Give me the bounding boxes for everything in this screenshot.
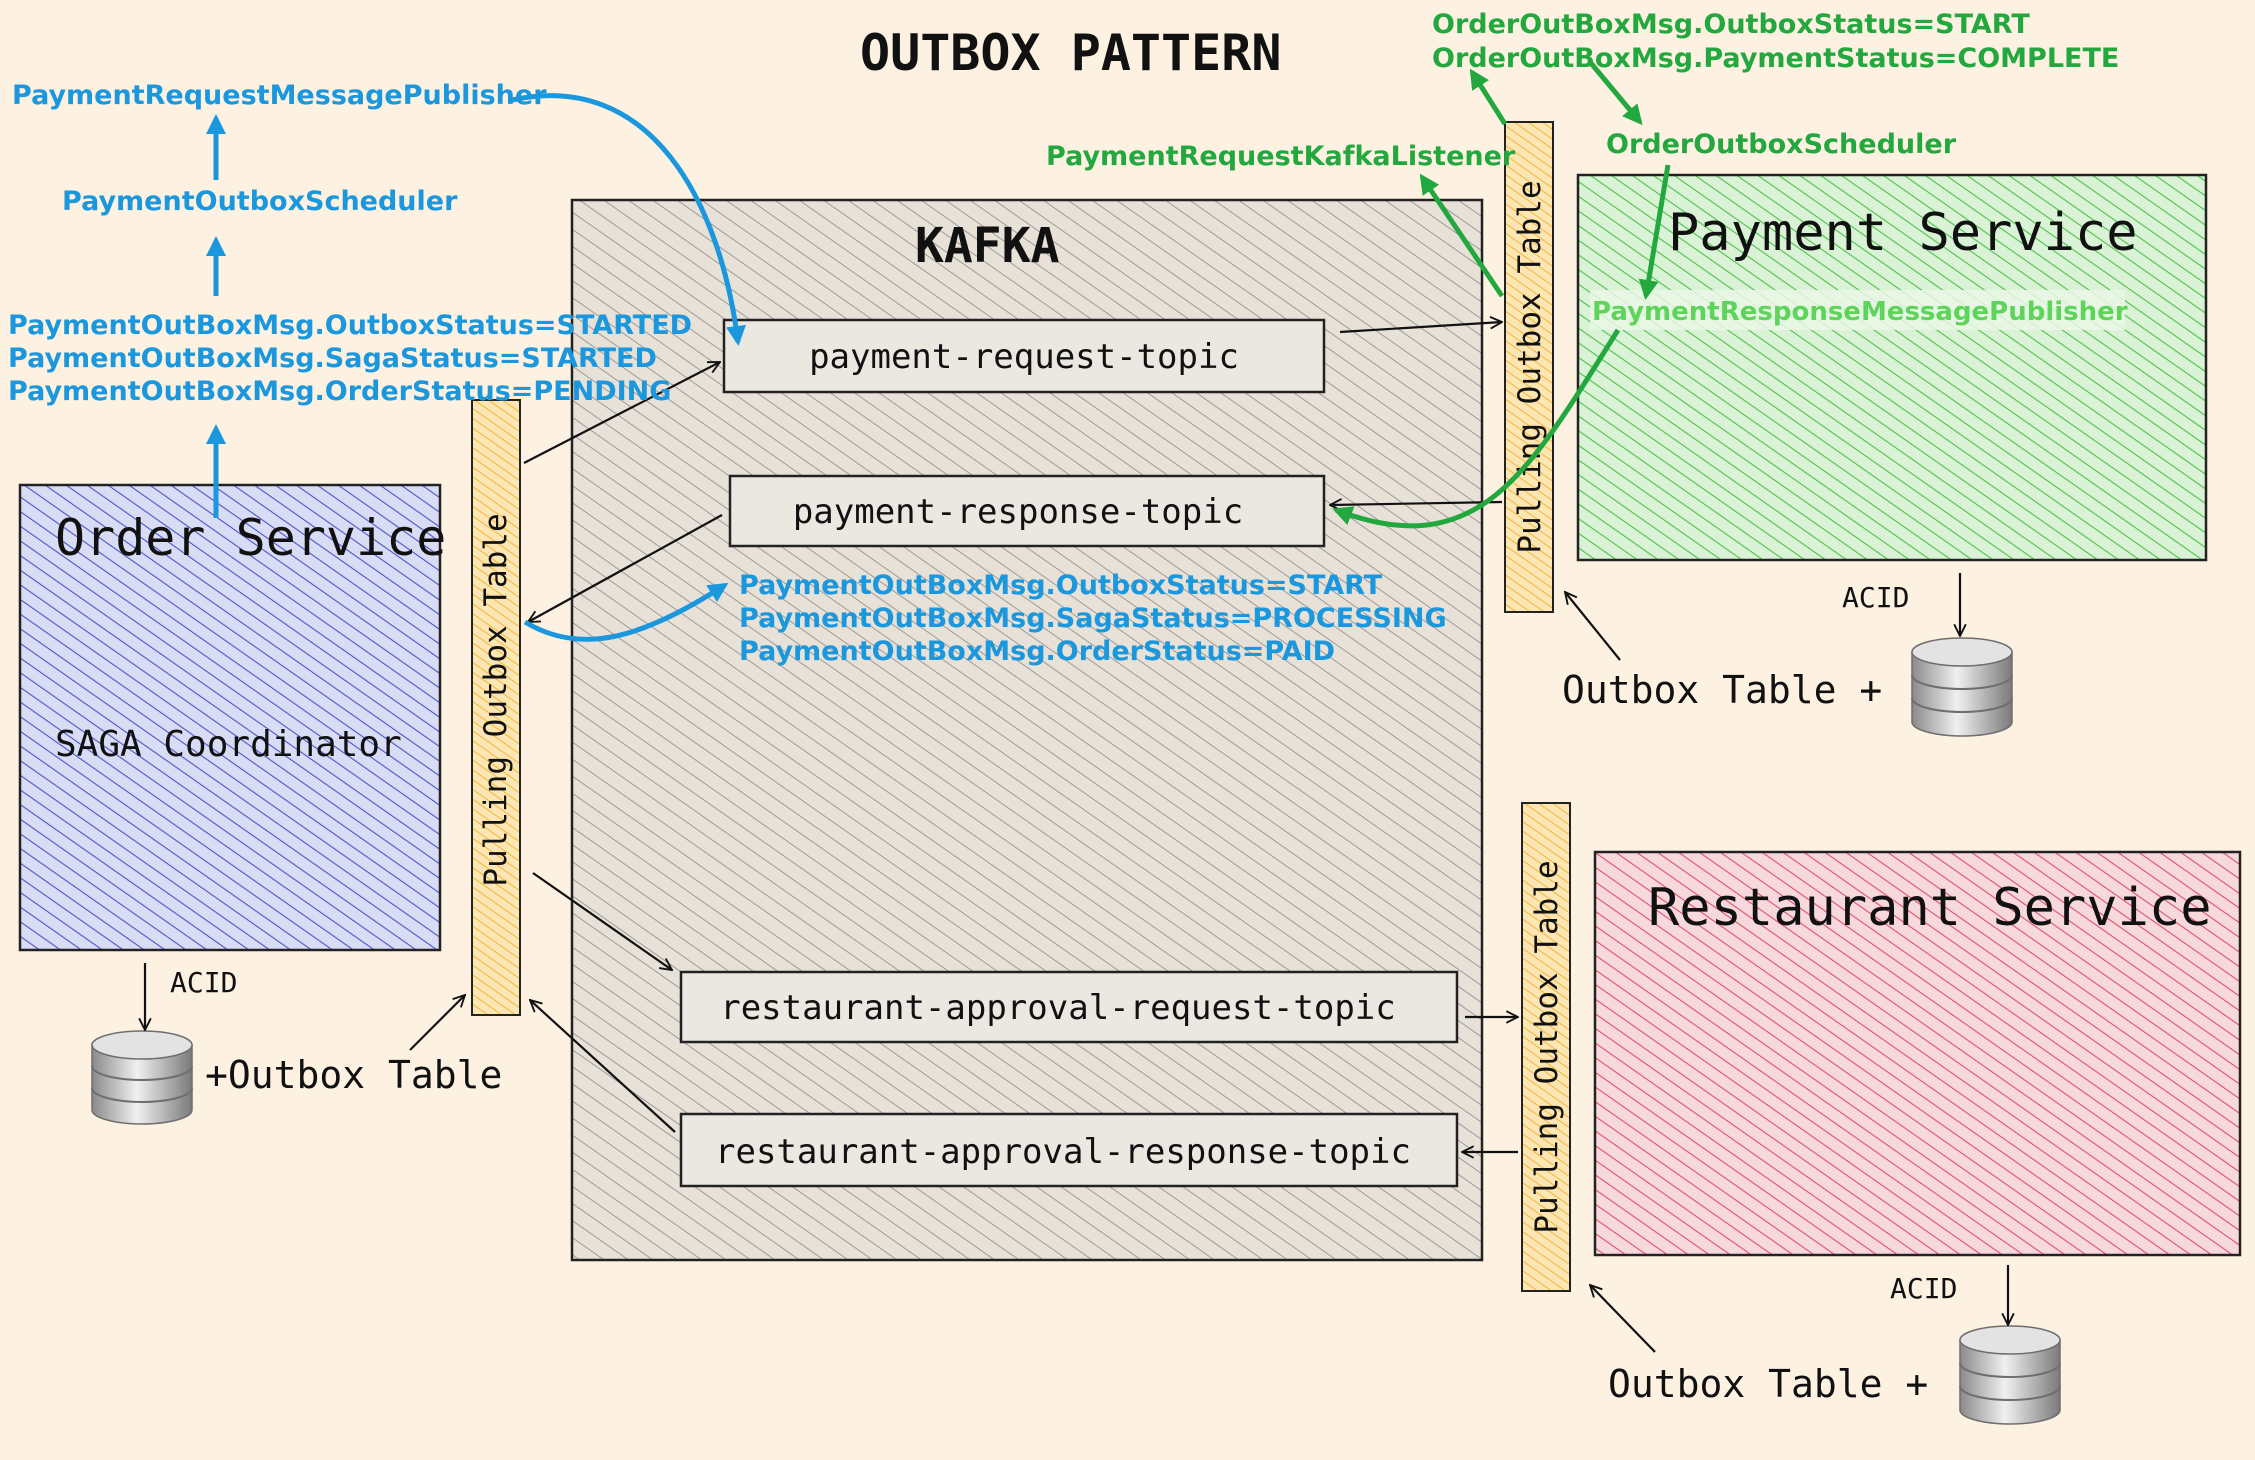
payment-request-message-publisher-label: PaymentRequestMessagePublisher: [12, 80, 547, 111]
payment-outbox-table-label: Outbox Table +: [1562, 668, 1882, 712]
topic-payment-request: payment-request-topic: [722, 318, 1326, 394]
request-status-line: PaymentOutBoxMsg.OutboxStatus=STARTED: [8, 310, 692, 341]
arrow-db-label-to-payment-outbox: [1565, 592, 1621, 661]
outbox-strip-label: Pulling Outbox Table: [1529, 860, 1565, 1233]
black-arrows: [145, 322, 2008, 1353]
request-status-line: PaymentOutBoxMsg.OrderStatus=PENDING: [8, 376, 671, 407]
green-arrow-status-to-scheduler: [1588, 60, 1643, 126]
arrow-payment-response-to-order-outbox: [528, 514, 723, 622]
arrow-order-outbox-to-payment-request: [523, 361, 720, 464]
order-outbox-scheduler-label: OrderOutboxScheduler: [1606, 129, 1957, 160]
arrow-restaurant-response-to-order-outbox: [530, 1000, 676, 1133]
diagram-title: OUTBOX PATTERN: [860, 24, 1281, 82]
outbox-strip-label: Pulling Outbox Table: [478, 513, 514, 886]
blue-arrow-publisher-to-payment-request-topic: [511, 93, 746, 346]
green-arrow-scheduler-to-publisher: [1638, 164, 1671, 300]
restaurant-acid-label: ACID: [1890, 1272, 1957, 1305]
topic-restaurant-approval-request: restaurant-approval-request-topic: [679, 970, 1459, 1044]
order-outbox-status-line: OrderOutBoxMsg.PaymentStatus=COMPLETE: [1432, 43, 2119, 74]
order-service-title: Order Service: [55, 509, 446, 567]
payment-service-title: Payment Service: [1668, 203, 2138, 263]
order-service-box: Order Service SAGA Coordinator: [18, 483, 446, 952]
arrow-order-outbox-to-restaurant-request: [532, 872, 672, 970]
payment-request-kafka-listener-label: PaymentRequestKafkaListener: [1046, 141, 1516, 172]
payment-outbox-scheduler-label: PaymentOutboxScheduler: [62, 186, 458, 217]
arrow-db-label-to-order-outbox: [409, 995, 465, 1051]
payment-outbox-strip: Pulling Outbox Table: [1504, 121, 1554, 613]
topic-label: restaurant-approval-response-topic: [715, 1132, 1411, 1172]
restaurant-service-title: Restaurant Service: [1648, 878, 2212, 938]
topic-label: payment-request-topic: [809, 337, 1239, 377]
arrow-db-label-to-restaurant-outbox: [1590, 1285, 1656, 1353]
restaurant-database-icon: [1959, 1325, 2061, 1425]
topic-payment-response: payment-response-topic: [728, 474, 1326, 548]
arrow-payment-outbox-to-payment-response: [1330, 502, 1503, 505]
green-arrow-publisher-to-payment-response-topic: [1332, 328, 1621, 529]
outbox-strip-label: Pulling Outbox Table: [1512, 180, 1548, 553]
order-outbox-table-label: +Outbox Table: [205, 1053, 502, 1097]
topic-restaurant-approval-response: restaurant-approval-response-topic: [679, 1112, 1459, 1188]
request-status-line: PaymentOutBoxMsg.SagaStatus=STARTED: [8, 343, 657, 374]
order-outbox-status-line: OrderOutBoxMsg.OutboxStatus=START: [1432, 9, 2030, 40]
restaurant-outbox-table-label: Outbox Table +: [1608, 1362, 1928, 1406]
green-arrow-outbox-to-status: [1469, 68, 1508, 126]
topic-label: restaurant-approval-request-topic: [720, 988, 1396, 1028]
response-status-line: PaymentOutBoxMsg.OutboxStatus=START: [739, 570, 1383, 601]
kafka-label: KAFKA: [915, 218, 1060, 274]
saga-coordinator-label: SAGA Coordinator: [55, 724, 402, 765]
payment-service-box: Payment Service PaymentResponseMessagePu…: [1576, 173, 2208, 562]
arrow-payment-request-to-payment-outbox: [1339, 322, 1502, 334]
order-acid-label: ACID: [170, 966, 237, 999]
order-outbox-strip: Pulling Outbox Table: [471, 399, 521, 1016]
blue-flow-arrows: [206, 93, 746, 642]
response-status-line: PaymentOutBoxMsg.OrderStatus=PAID: [739, 636, 1335, 667]
blue-arrow-order-outbox-to-response-status: [523, 582, 729, 642]
green-flow-arrows: [1332, 60, 1671, 529]
order-database-icon: [91, 1030, 193, 1125]
response-status-line: PaymentOutBoxMsg.SagaStatus=PROCESSING: [739, 603, 1447, 634]
restaurant-outbox-strip: Pulling Outbox Table: [1521, 802, 1571, 1292]
payment-response-publisher-label: PaymentResponseMessagePublisher: [1592, 297, 2128, 327]
green-arrow-outbox-to-listener: [1419, 173, 1505, 298]
topic-label: payment-response-topic: [793, 492, 1243, 532]
payment-database-icon: [1911, 637, 2013, 737]
restaurant-service-box: Restaurant Service: [1593, 850, 2242, 1257]
payment-acid-label: ACID: [1842, 581, 1909, 614]
